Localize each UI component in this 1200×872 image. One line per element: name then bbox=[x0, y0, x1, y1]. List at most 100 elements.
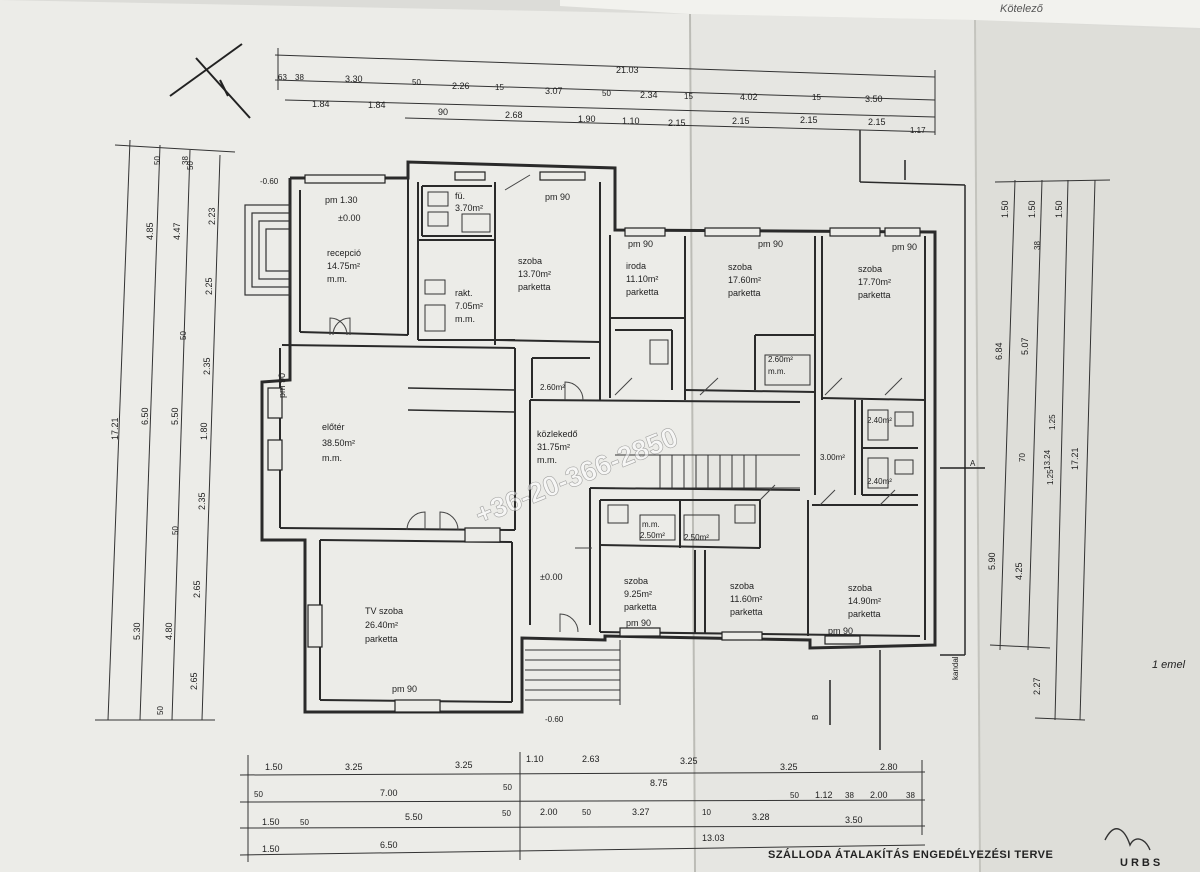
level-bottom: -0.60 bbox=[545, 715, 564, 724]
north-arrow-icon bbox=[169, 43, 251, 119]
dim-top-r1-6: 3.07 bbox=[545, 86, 563, 96]
dim-bot-r3-6: 3.27 bbox=[632, 807, 650, 817]
room-szoba2-area: 17.60m² bbox=[728, 275, 761, 285]
dim-left-c1-1: 6.50 bbox=[140, 407, 150, 425]
room-tvszoba-area: 26.40m² bbox=[365, 620, 398, 630]
stairs-reception bbox=[244, 204, 291, 296]
dim-right-c1-0: 1.50 bbox=[1000, 200, 1010, 218]
dim-left-col3: 2.23 2.25 2.35 1.80 2.35 2.65 2.65 bbox=[189, 207, 217, 690]
room-szoba4-finish: parketta bbox=[624, 602, 657, 612]
small-labels: 2.60m² 2.60m² m.m. 2.40m² 2.40m² 3.00m² … bbox=[260, 177, 1186, 724]
room-recepcio-name: recepció bbox=[327, 248, 361, 258]
dim-top-r2-1: 1.84 bbox=[368, 100, 386, 110]
room-iroda-finish: parketta bbox=[626, 287, 659, 297]
wc5-area: 3.00m² bbox=[820, 453, 845, 462]
corner-text: Kötelező bbox=[1000, 3, 1044, 15]
room-szoba5-finish: parketta bbox=[730, 607, 763, 617]
room-rakt-area: 7.05m² bbox=[455, 301, 483, 311]
room-tvszoba-name: TV szoba bbox=[365, 606, 403, 616]
dim-bot-r3-13: 38 bbox=[906, 791, 915, 800]
dim-top-r1-12: 3.50 bbox=[865, 94, 883, 104]
dim-top-r2-7: 2.15 bbox=[732, 116, 750, 126]
level-top: -0.60 bbox=[260, 177, 279, 186]
room-recepcio-area: 14.75m² bbox=[327, 261, 360, 271]
dim-bot-r4-3: 3.50 bbox=[845, 815, 863, 825]
dim-top-r2-2: 90 bbox=[438, 107, 448, 117]
dim-right-col3: 1.50 1.25 1.25 70 38 bbox=[1018, 200, 1064, 485]
room-szoba2-name: szoba bbox=[728, 262, 752, 272]
wc7-area: 2.50m² bbox=[684, 533, 709, 542]
dimensions-right bbox=[989, 179, 1111, 721]
dim-top-r2-4: 1.90 bbox=[578, 114, 596, 124]
section-marker-right: A bbox=[970, 459, 976, 468]
room-eloter-area: 38.50m² bbox=[322, 438, 355, 448]
dimensions-top bbox=[274, 48, 936, 135]
room-szoba6-ceiling: pm 90 bbox=[828, 626, 853, 636]
dim-left-c3-4: 2.35 bbox=[197, 492, 207, 510]
room-tvszoba-ceiling: pm 90 bbox=[392, 684, 417, 694]
room-kozlekedo-name: közlekedő bbox=[537, 429, 578, 439]
dim-top-r2-9: 2.15 bbox=[868, 117, 886, 127]
dim-top-row2: 1.84 1.84 90 2.68 1.90 1.10 2.15 2.15 2.… bbox=[312, 99, 926, 135]
room-labels: pm 1.30 ±0.00 recepció 14.75m² m.m. fü. … bbox=[277, 191, 917, 694]
room-szoba1-ceiling: pm 90 bbox=[545, 192, 570, 202]
dim-right-c3-4: 38 bbox=[1033, 241, 1042, 250]
room-szoba6-area: 14.90m² bbox=[848, 596, 881, 606]
dim-left-s-4: 50 bbox=[156, 706, 165, 715]
dim-top-r2-5: 1.10 bbox=[622, 116, 640, 126]
dim-right-c2-0: 1.50 bbox=[1027, 200, 1037, 218]
dim-right-c2-2: 4.25 bbox=[1014, 562, 1024, 580]
dim-top-r1-0: 63 bbox=[278, 73, 287, 82]
dim-top-row1: 63 38 3.30 50 2.26 15 3.07 50 2.34 15 4.… bbox=[278, 73, 883, 104]
dim-left-c2-1: 5.50 bbox=[170, 407, 180, 425]
dim-bot-r4-1: 6.50 bbox=[380, 840, 398, 850]
building-walls bbox=[260, 130, 966, 750]
room-szoba6-finish: parketta bbox=[848, 609, 881, 619]
dim-left-c2-2: 4.80 bbox=[164, 622, 174, 640]
windows bbox=[267, 171, 921, 713]
dim-bot-r1-2: 3.25 bbox=[455, 760, 473, 770]
room-szoba4-ceiling: pm 90 bbox=[626, 618, 651, 628]
sanitary-fixtures bbox=[424, 191, 914, 541]
dim-left-c2-0: 4.47 bbox=[172, 222, 182, 240]
dim-left-s-2: 50 bbox=[179, 331, 188, 340]
room-rakt-finish: m.m. bbox=[455, 314, 475, 324]
room-szoba1-finish: parketta bbox=[518, 282, 551, 292]
room-iroda-name: iroda bbox=[626, 261, 646, 271]
dim-bot-r1-6: 3.25 bbox=[780, 762, 798, 772]
stairs-main bbox=[615, 454, 800, 489]
side-note: 1 emel bbox=[1152, 659, 1186, 671]
room-recepcio-level: ±0.00 bbox=[338, 213, 360, 223]
dim-left-c3-6: 2.65 bbox=[189, 672, 199, 690]
dim-bot-r3-2: 5.50 bbox=[405, 812, 423, 822]
wc4-area: 2.40m² bbox=[867, 477, 892, 486]
dim-right-c1-2: 5.90 bbox=[987, 552, 997, 570]
dim-bot-r3-5: 50 bbox=[582, 808, 591, 817]
dim-bot-r2-2: 50 bbox=[503, 783, 512, 792]
dim-bot-r3-4: 2.00 bbox=[540, 807, 558, 817]
drawing-title: SZÁLLODA ÁTALAKÍTÁS ENGEDÉLYEZÉSI TERVE bbox=[768, 848, 1053, 861]
dim-top-r1-3: 50 bbox=[412, 78, 421, 87]
dim-bot-r1-4: 2.63 bbox=[582, 754, 600, 764]
dimensions-bottom bbox=[239, 752, 926, 862]
dim-bottom-row2: 50 7.00 50 8.75 bbox=[254, 778, 668, 799]
signature bbox=[1104, 828, 1151, 851]
facade-label: kandal bbox=[951, 656, 960, 680]
stairs-entrance bbox=[525, 640, 621, 705]
room-iroda-ceiling: pm 90 bbox=[628, 239, 653, 249]
dim-bot-r1-7: 2.80 bbox=[880, 762, 898, 772]
dim-bot-r3-12: 2.00 bbox=[870, 790, 888, 800]
wc2-area: 2.60m² bbox=[768, 355, 793, 364]
room-eloter-name: előtér bbox=[322, 422, 345, 432]
dim-bot-r1-3: 1.10 bbox=[526, 754, 544, 764]
dim-bot-r3-9: 50 bbox=[790, 791, 799, 800]
dimensions-left bbox=[95, 139, 236, 721]
dim-top-r1-8: 2.34 bbox=[640, 90, 658, 100]
dim-bot-r3-1: 50 bbox=[300, 818, 309, 827]
dim-top-r1-11: 15 bbox=[812, 93, 821, 102]
dim-bot-r2-1: 7.00 bbox=[380, 788, 398, 798]
dim-right-c2-1: 5.07 bbox=[1020, 337, 1030, 355]
room-szoba2-ceiling: pm 90 bbox=[758, 239, 783, 249]
dim-right-c3-2: 1.25 bbox=[1046, 469, 1055, 485]
dim-left-s-1: 50 bbox=[153, 156, 162, 165]
